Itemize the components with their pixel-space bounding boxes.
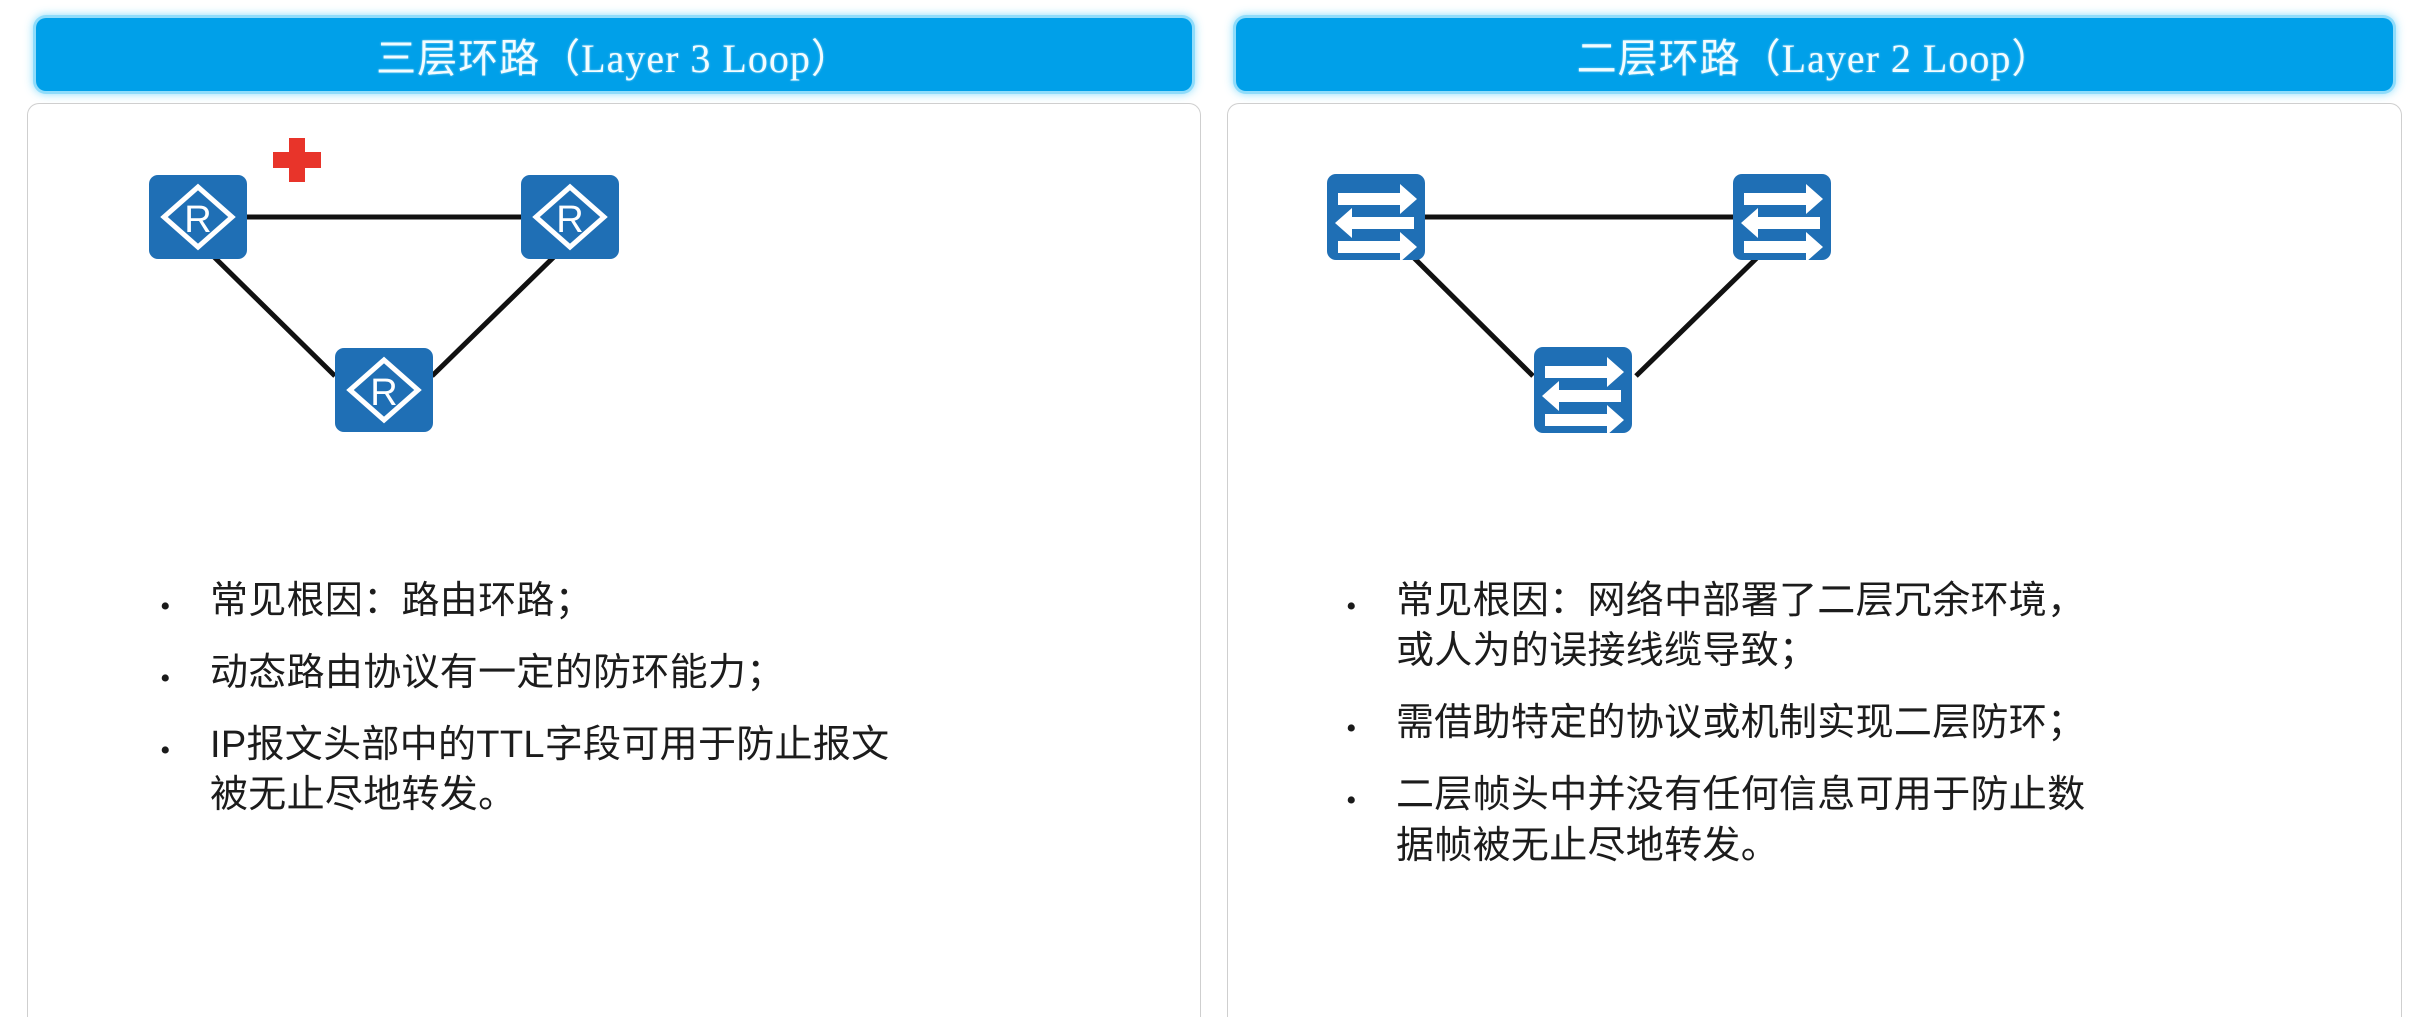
diagram-layer3-topology: R (28, 104, 1200, 574)
panel-body-layer2: • 常见根因：网络中部署了二层冗余环境， 或人为的误接线缆导致； • 需借助特定… (1227, 103, 2402, 1017)
bullet-marker-icon: • (160, 734, 171, 768)
bullet-text: 需借助特定的协议或机制实现二层防环； (1396, 702, 2086, 745)
list-item: • 常见根因：网络中部署了二层冗余环境， 或人为的误接线缆导致； (1346, 576, 2361, 676)
panel-title-layer3: 三层环路（Layer 3 Loop） (376, 35, 852, 81)
list-item: • 常见根因：路由环路； (160, 576, 1140, 626)
bullet-text: 二层帧头中并没有任何信息可用于防止数 据帧被无止尽地转发。 (1396, 774, 2086, 867)
bullet-text: 常见根因：网络中部署了二层冗余环境， 或人为的误接线缆导致； (1396, 580, 2086, 673)
panel-title-layer2: 二层环路（Layer 2 Loop） (1576, 35, 2053, 81)
link-topright-bottom (430, 247, 564, 378)
list-item: • 二层帧头中并没有任何信息可用于防止数 据帧被无止尽地转发。 (1346, 770, 2361, 870)
link-topright-bottom (1634, 247, 1768, 378)
switch-icon-bottom[interactable] (1534, 347, 1632, 435)
bullet-marker-icon: • (160, 590, 171, 623)
panel-body-layer3: R (27, 103, 1201, 1017)
bullet-marker-icon: • (160, 662, 171, 696)
topology-links (204, 214, 564, 378)
list-item: • 动态路由协议有一定的防环能力； (160, 648, 1140, 698)
panel-header-layer2: 二层环路（Layer 2 Loop） (1236, 18, 2393, 91)
bullet-marker-icon: • (1346, 590, 1357, 623)
bullet-list-layer3: • 常见根因：路由环路； • 动态路由协议有一定的防环能力； • IP报文头部中… (28, 576, 1200, 843)
list-item: • IP报文头部中的TTL字段可用于防止报文 被无止尽地转发。 (160, 720, 1140, 820)
bullet-marker-icon: • (1346, 712, 1357, 746)
switch-icon-top-left[interactable] (1327, 174, 1425, 262)
bullet-text: 常见根因：路由环路； (210, 580, 594, 622)
red-cross-marker (273, 138, 321, 182)
bullet-text: IP报文头部中的TTL字段可用于防止报文 被无止尽地转发。 (210, 724, 890, 817)
topology-links (1403, 214, 1768, 378)
bullet-text: 动态路由协议有一定的防环能力； (210, 652, 785, 695)
panel-layer3-loop: 三层环路（Layer 3 Loop） R (22, 0, 1206, 1017)
bullet-marker-icon: • (1346, 784, 1357, 818)
panel-header-layer3: 三层环路（Layer 3 Loop） (36, 18, 1192, 91)
switch-icon-top-right[interactable] (1733, 174, 1831, 262)
router-icon-top-right[interactable] (521, 175, 619, 259)
list-item: • 需借助特定的协议或机制实现二层防环； (1346, 698, 2361, 748)
link-topleft-bottom (1403, 247, 1535, 378)
panel-layer2-loop: 二层环路（Layer 2 Loop） (1222, 0, 2407, 1017)
router-icon-top-left[interactable] (149, 175, 247, 259)
diagram-layer2-topology (1228, 104, 2401, 574)
bullet-list-layer2: • 常见根因：网络中部署了二层冗余环境， 或人为的误接线缆导致； • 需借助特定… (1228, 576, 2401, 893)
slide-canvas: 三层环路（Layer 3 Loop） R (22, 0, 2407, 1017)
link-topleft-bottom (204, 247, 337, 378)
router-icon-bottom[interactable] (335, 348, 433, 432)
